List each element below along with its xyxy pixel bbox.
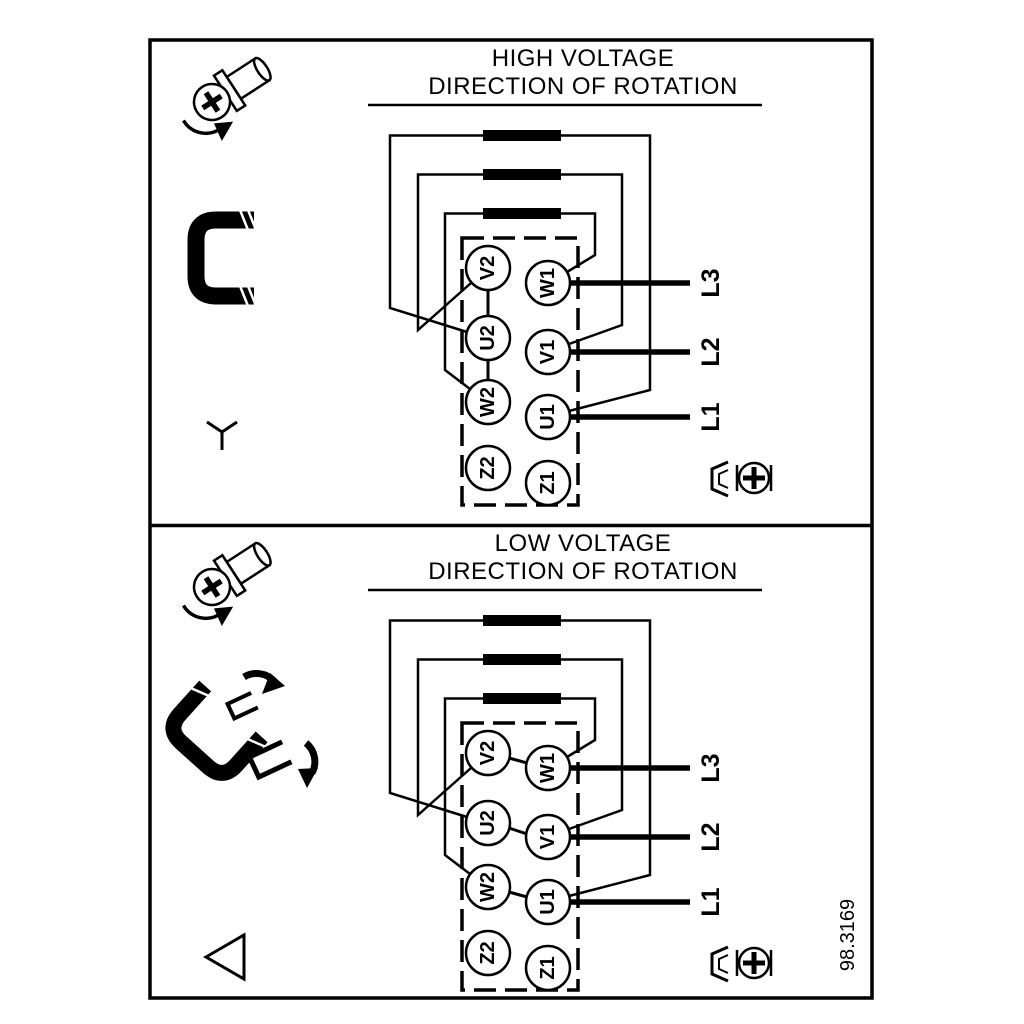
screw-rotation-icon bbox=[181, 541, 272, 626]
screw-slot-lines bbox=[735, 950, 773, 976]
winding-bar bbox=[483, 693, 561, 704]
terminal-label-w2: W2 bbox=[477, 387, 499, 417]
delta-jumper-links bbox=[508, 756, 528, 899]
screw-tip bbox=[252, 56, 272, 82]
supply-label-l2: L2 bbox=[697, 337, 725, 366]
diagram-frame bbox=[148, 38, 874, 1000]
terminal-circle-z2 bbox=[464, 929, 512, 977]
supply-label-l3: L3 bbox=[697, 753, 725, 782]
terminal-label-u1: U1 bbox=[537, 889, 559, 915]
jumper-link-icon bbox=[187, 209, 258, 307]
winding-bar bbox=[483, 615, 561, 626]
terminal-label-u2: U2 bbox=[477, 810, 499, 836]
connection-wires bbox=[388, 619, 652, 898]
terminal-circle-w2 bbox=[464, 863, 512, 911]
screw-clip bbox=[710, 460, 729, 498]
screw-tip bbox=[252, 541, 272, 567]
terminal-label-z1: Z1 bbox=[537, 471, 559, 494]
jumper-link-body bbox=[187, 211, 254, 305]
terminal-label-w2: W2 bbox=[477, 872, 499, 902]
phillips-cross-icon bbox=[743, 952, 765, 974]
screw-rotation-icon bbox=[181, 56, 272, 141]
supply-label-l3: L3 bbox=[697, 268, 725, 297]
phillips-cross-icon bbox=[201, 576, 223, 598]
jumper-rearrange-icon bbox=[165, 670, 319, 788]
terminal-circle-u1 bbox=[524, 393, 572, 441]
panel-title: HIGH VOLTAGE bbox=[492, 45, 674, 72]
star-symbol-icon bbox=[206, 420, 238, 450]
supply-label-l1: L1 bbox=[697, 402, 725, 431]
terminal-label-w1: W1 bbox=[537, 268, 559, 298]
screw-clip bbox=[710, 945, 729, 983]
terminal-circle-u2 bbox=[464, 799, 512, 847]
winding-bar bbox=[483, 130, 561, 141]
terminal-circle-w1 bbox=[524, 744, 572, 792]
terminal-label-v1: V1 bbox=[537, 825, 559, 849]
terminal-circle-z1 bbox=[524, 944, 572, 992]
supply-label-l2: L2 bbox=[697, 822, 725, 851]
winding-bar bbox=[483, 208, 561, 219]
terminal-label-z1: Z1 bbox=[537, 956, 559, 979]
panel-title: LOW VOLTAGE bbox=[495, 530, 672, 557]
terminal-circle-u1 bbox=[524, 878, 572, 926]
supply-lines bbox=[570, 280, 690, 420]
rotation-arrowhead bbox=[213, 121, 234, 141]
terminal-circle-w1 bbox=[524, 259, 572, 307]
high-voltage-panel: HIGH VOLTAGE DIRECTION OF ROTATION V2 U2… bbox=[181, 45, 773, 507]
connection-wires bbox=[388, 134, 652, 413]
move-arrowhead bbox=[298, 768, 318, 788]
terminal-circle-v1 bbox=[524, 328, 572, 376]
terminal-box bbox=[460, 236, 580, 507]
jumper-link-body bbox=[165, 680, 268, 781]
terminal-circle-v2 bbox=[464, 729, 512, 777]
phillips-cross-icon bbox=[201, 91, 223, 113]
jumper-link-hatching bbox=[238, 209, 258, 307]
loose-jumper bbox=[224, 691, 259, 722]
winding-bar bbox=[483, 169, 561, 180]
terminal-label-u1: U1 bbox=[537, 404, 559, 430]
terminal-label-z2: Z2 bbox=[477, 456, 499, 479]
terminal-circle-z1 bbox=[524, 459, 572, 507]
rotation-title: DIRECTION OF ROTATION bbox=[428, 558, 738, 585]
screw-clip-inner bbox=[718, 954, 729, 974]
terminal-screw-icon bbox=[710, 460, 773, 498]
terminal-circle-z2 bbox=[464, 444, 512, 492]
figure-number: 98.3169 bbox=[837, 899, 859, 971]
terminal-label-v2: V2 bbox=[477, 256, 499, 280]
loose-jumper bbox=[246, 739, 293, 781]
phillips-cross-icon bbox=[743, 467, 765, 489]
terminal-label-v1: V1 bbox=[537, 340, 559, 364]
delta-symbol-icon bbox=[203, 932, 246, 982]
supply-lines bbox=[570, 765, 690, 905]
terminal-label-v2: V2 bbox=[477, 741, 499, 765]
terminal-screw-icon bbox=[710, 945, 773, 983]
move-arrowhead bbox=[262, 673, 285, 694]
terminal-label-z2: Z2 bbox=[477, 941, 499, 964]
rotation-arrowhead bbox=[213, 606, 234, 626]
terminal-circle-v1 bbox=[524, 813, 572, 861]
terminal-label-w1: W1 bbox=[537, 753, 559, 783]
screw-slot-lines bbox=[735, 465, 773, 491]
terminal-label-u2: U2 bbox=[477, 325, 499, 351]
winding-bar bbox=[483, 654, 561, 665]
rotation-title: DIRECTION OF ROTATION bbox=[428, 73, 738, 100]
screw-clip-inner bbox=[718, 469, 729, 489]
low-voltage-panel: LOW VOLTAGE DIRECTION OF ROTATION V2 U2 … bbox=[165, 530, 773, 992]
jumper-link-hatching bbox=[190, 687, 266, 748]
terminal-box bbox=[460, 721, 580, 992]
supply-label-l1: L1 bbox=[697, 887, 725, 916]
